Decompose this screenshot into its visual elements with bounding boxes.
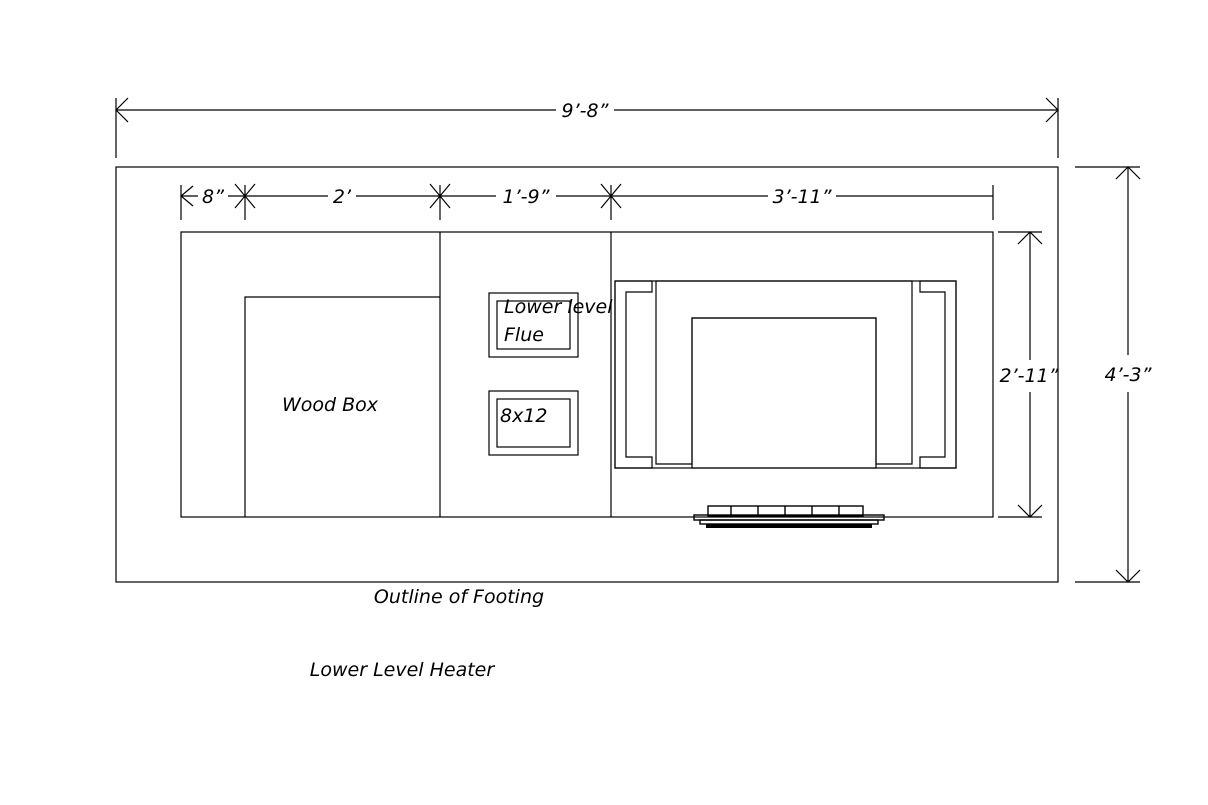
flue-label-line1: Lower level — [504, 296, 613, 318]
segment-4-label: 3’-11” — [772, 186, 831, 208]
wood-box-label: Wood Box — [282, 394, 379, 416]
lower-level-flue: Lower level Flue — [488, 292, 613, 358]
segment-dimension-chain: 8” 2’ 1’-9” 3’-11” — [180, 183, 994, 220]
vent-8x12: 8x12 — [488, 390, 579, 456]
segment-1-label: 8” — [202, 186, 224, 208]
heater-body — [180, 231, 994, 518]
drawing-title: Lower Level Heater — [310, 659, 496, 681]
firebox — [614, 280, 957, 469]
inner-depth-dimension: 2’-11” — [998, 231, 1059, 518]
door-grate — [693, 505, 885, 528]
segment-2-label: 2’ — [333, 186, 352, 208]
overall-depth-dimension: 4’-3” — [1075, 166, 1152, 583]
overall-width-label: 9’-8” — [562, 100, 609, 122]
overall-depth-label: 4’-3” — [1105, 364, 1152, 386]
vent-label: 8x12 — [500, 405, 548, 427]
footing-outline — [115, 166, 1059, 583]
footing-label: Outline of Footing — [374, 586, 544, 608]
inner-depth-label: 2’-11” — [999, 365, 1058, 387]
overall-width-dimension: 9’-8” — [115, 97, 1059, 158]
flue-label-line2: Flue — [504, 324, 544, 346]
segment-3-label: 1’-9” — [503, 186, 550, 208]
wood-box: Wood Box — [244, 296, 440, 517]
